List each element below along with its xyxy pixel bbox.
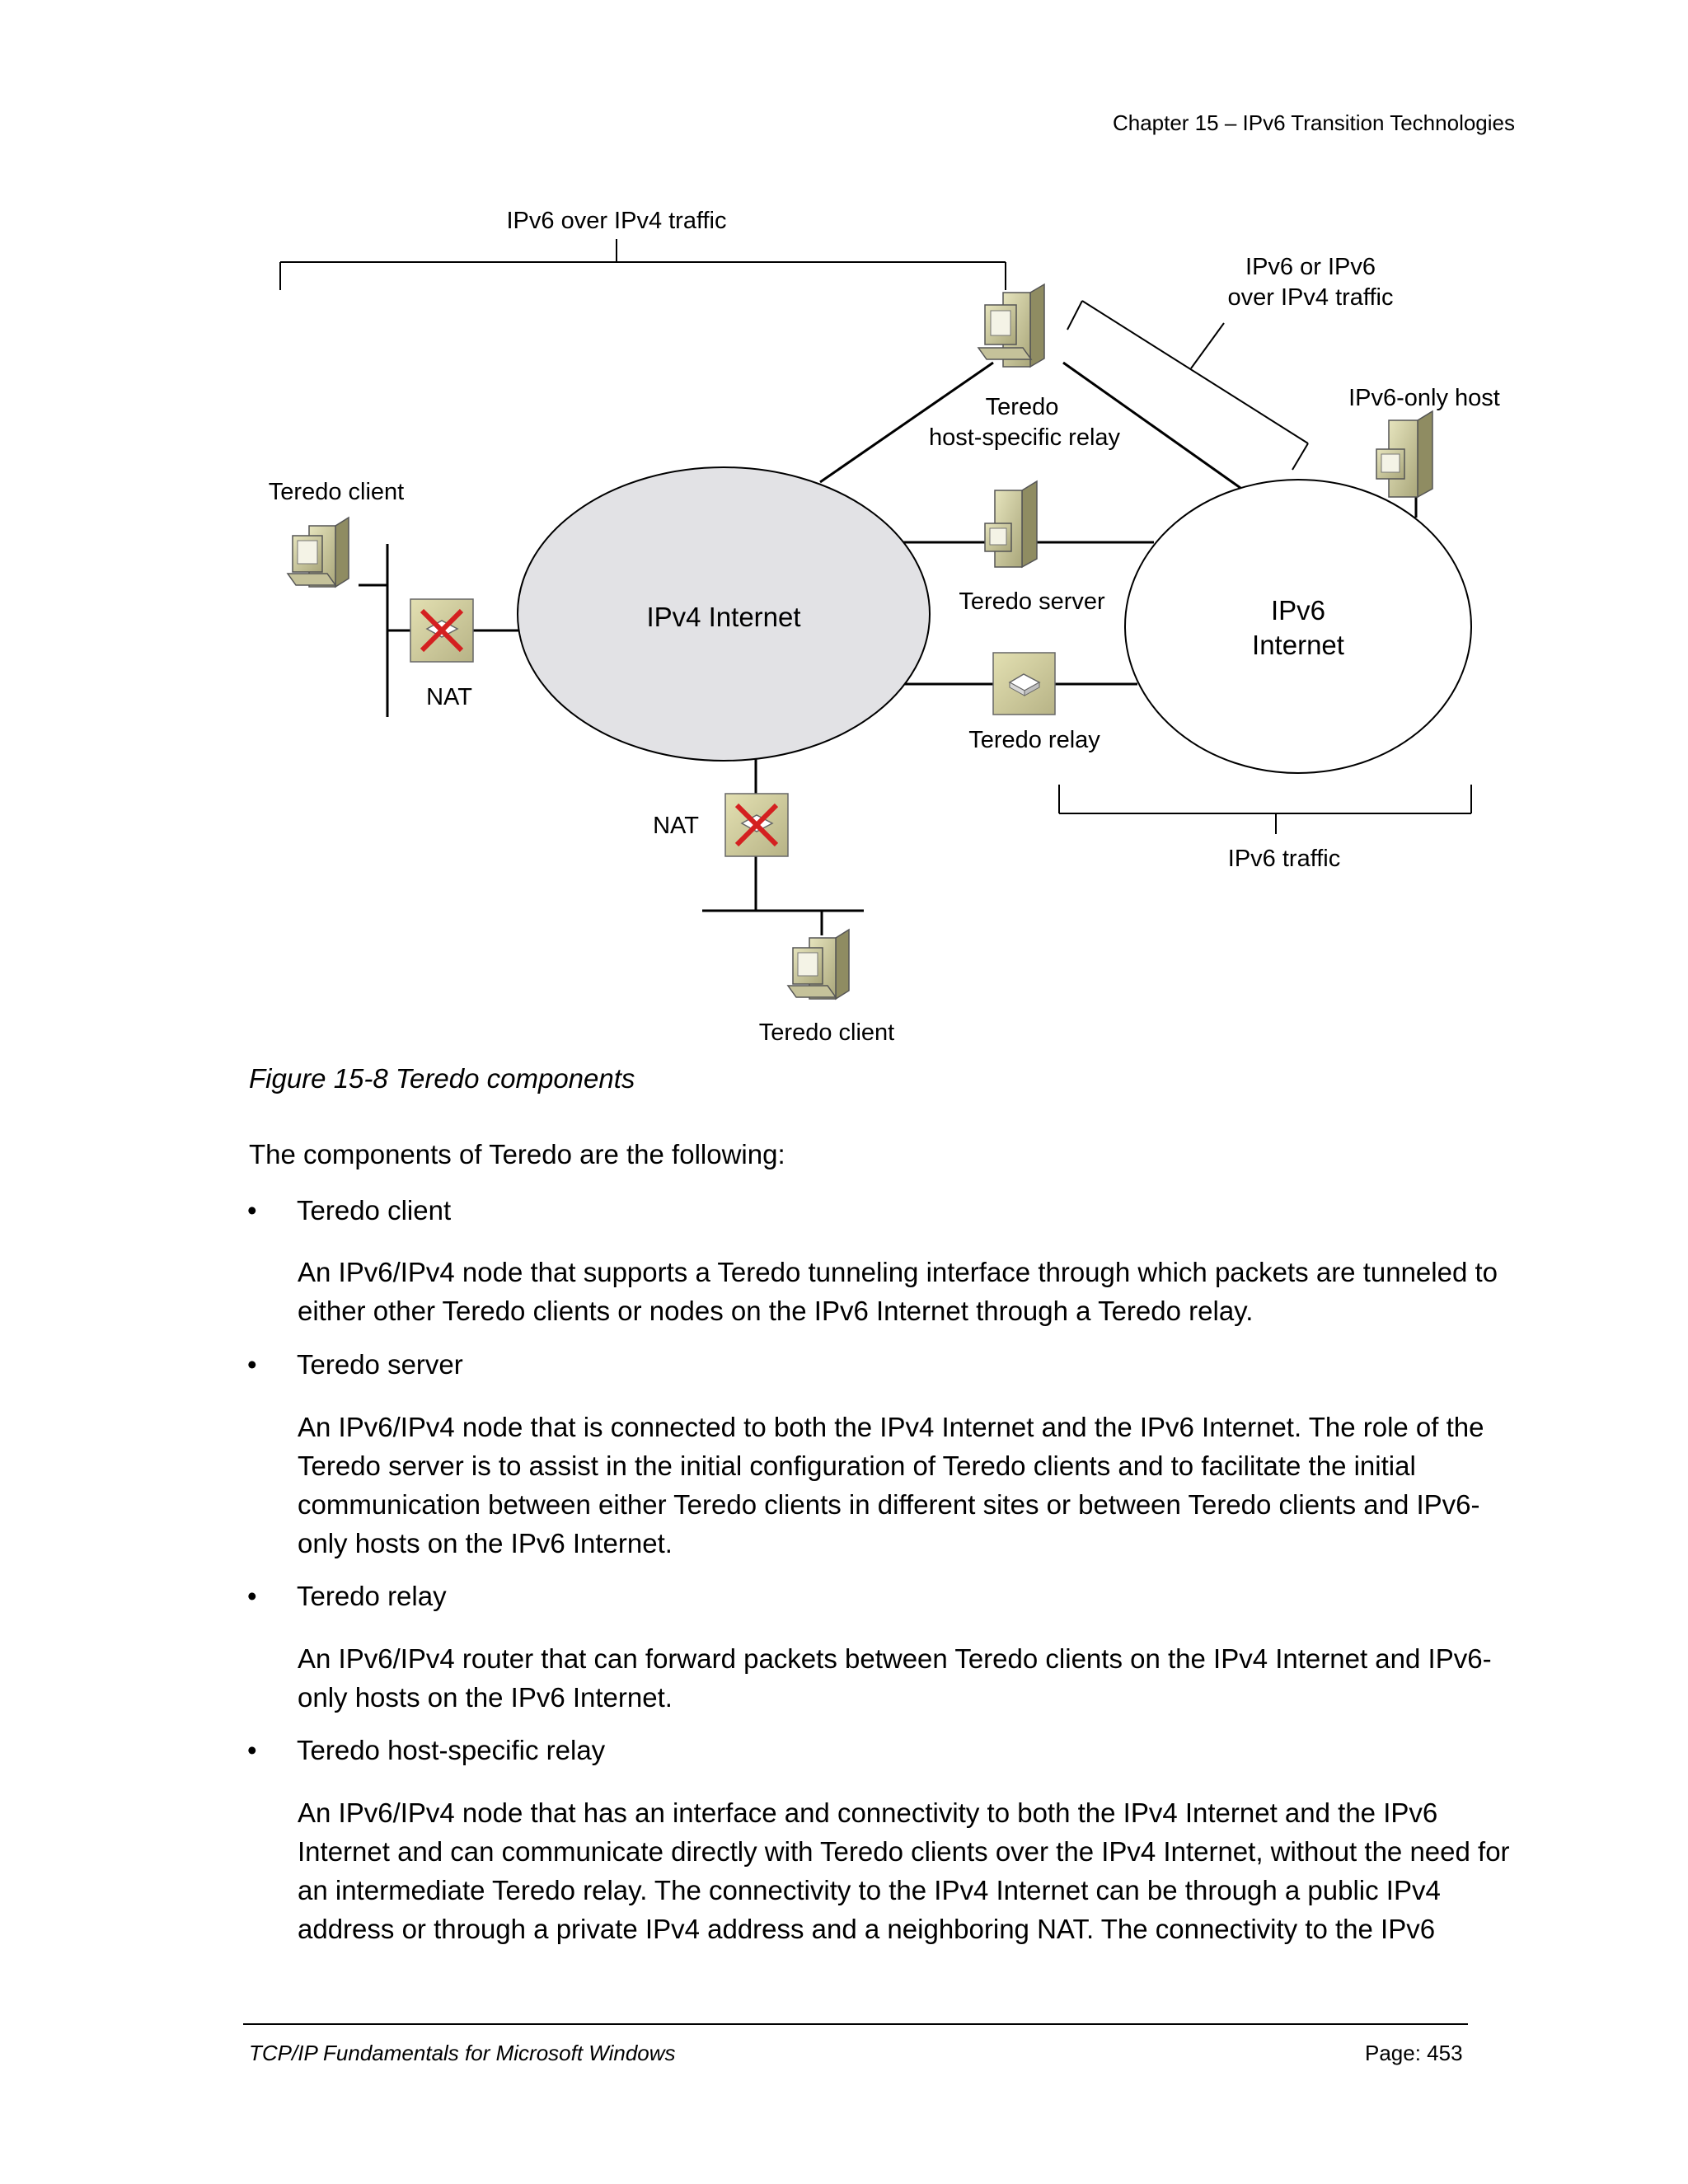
bullet-icon: • bbox=[247, 1581, 257, 1611]
term-text: Teredo host-specific relay bbox=[297, 1735, 606, 1765]
ipv6-internet-label-1: IPv6 bbox=[1271, 595, 1325, 626]
teredo-server-icon bbox=[984, 480, 1038, 569]
bullet-icon: • bbox=[247, 1195, 257, 1226]
ipv6-only-host-label: IPv6-only host bbox=[1348, 385, 1500, 411]
host-specific-relay-label-1: Teredo bbox=[986, 394, 1059, 420]
ipv4-internet-cloud bbox=[517, 466, 931, 762]
ipv6-over-ipv4-bracket bbox=[279, 239, 1006, 290]
teredo-client-left-computer-icon bbox=[286, 516, 349, 588]
list-item-term: • Teredo host-specific relay bbox=[247, 1735, 605, 1766]
ipv6-or-ipv6-label-2: over IPv4 traffic bbox=[1228, 284, 1394, 311]
host-specific-relay-computer-icon bbox=[977, 283, 1045, 368]
host-specific-relay-label-2: host-specific relay bbox=[929, 424, 1121, 451]
list-item-description: An IPv6/IPv4 node that has an interface … bbox=[298, 1797, 1510, 1944]
footer-page-number: Page: 453 bbox=[1365, 2041, 1463, 2065]
nat-left-icon bbox=[410, 598, 474, 663]
ipv6-over-ipv4-label: IPv6 over IPv4 traffic bbox=[506, 208, 726, 234]
footer-book-title: TCP/IP Fundamentals for Microsoft Window… bbox=[249, 2041, 676, 2065]
ipv6-or-ipv6-bracket bbox=[1067, 300, 1309, 471]
nat-bottom-label: NAT bbox=[653, 813, 699, 839]
list-item-description: An IPv6/IPv4 router that can forward pac… bbox=[298, 1643, 1492, 1713]
teredo-client-bottom-label: Teredo client bbox=[759, 1019, 894, 1046]
teredo-relay-router-icon bbox=[992, 652, 1056, 715]
term-text: Teredo relay bbox=[297, 1581, 447, 1611]
bullet-icon: • bbox=[247, 1349, 257, 1380]
teredo-components-diagram: IPv6 over IPv4 traffic IPv6 or IPv6 over… bbox=[269, 208, 1500, 1046]
ipv4-internet-label: IPv4 Internet bbox=[646, 602, 800, 632]
ipv6-or-ipv6-label-1: IPv6 or IPv6 bbox=[1245, 254, 1376, 280]
list-item-term: • Teredo relay bbox=[247, 1581, 447, 1612]
footer-divider bbox=[243, 2023, 1468, 2025]
list-item-description: An IPv6/IPv4 node that supports a Teredo… bbox=[298, 1257, 1498, 1326]
teredo-client-left-label: Teredo client bbox=[269, 479, 404, 505]
ipv6-internet-label-2: Internet bbox=[1252, 630, 1344, 660]
nat-bottom-icon bbox=[724, 793, 789, 857]
teredo-client-bottom-computer-icon bbox=[786, 928, 850, 1001]
ipv6-traffic-bracket bbox=[1058, 785, 1472, 834]
list-item-description: An IPv6/IPv4 node that is connected to b… bbox=[298, 1412, 1484, 1558]
ipv6-internet-cloud bbox=[1124, 479, 1472, 774]
teredo-server-label: Teredo server bbox=[959, 588, 1105, 615]
teredo-relay-label: Teredo relay bbox=[968, 727, 1100, 753]
ipv6-only-host-server-icon bbox=[1376, 410, 1433, 499]
term-text: Teredo server bbox=[297, 1349, 463, 1380]
intro-paragraph: The components of Teredo are the followi… bbox=[249, 1139, 785, 1169]
nat-left-label: NAT bbox=[426, 684, 472, 710]
figure-caption: Figure 15-8 Teredo components bbox=[249, 1063, 635, 1094]
list-item-term: • Teredo server bbox=[247, 1349, 463, 1380]
list-item-term: • Teredo client bbox=[247, 1195, 451, 1226]
term-text: Teredo client bbox=[297, 1195, 452, 1226]
bullet-icon: • bbox=[247, 1735, 257, 1765]
running-header: Chapter 15 – IPv6 Transition Technologie… bbox=[1112, 110, 1515, 135]
ipv6-traffic-label: IPv6 traffic bbox=[1228, 846, 1340, 872]
